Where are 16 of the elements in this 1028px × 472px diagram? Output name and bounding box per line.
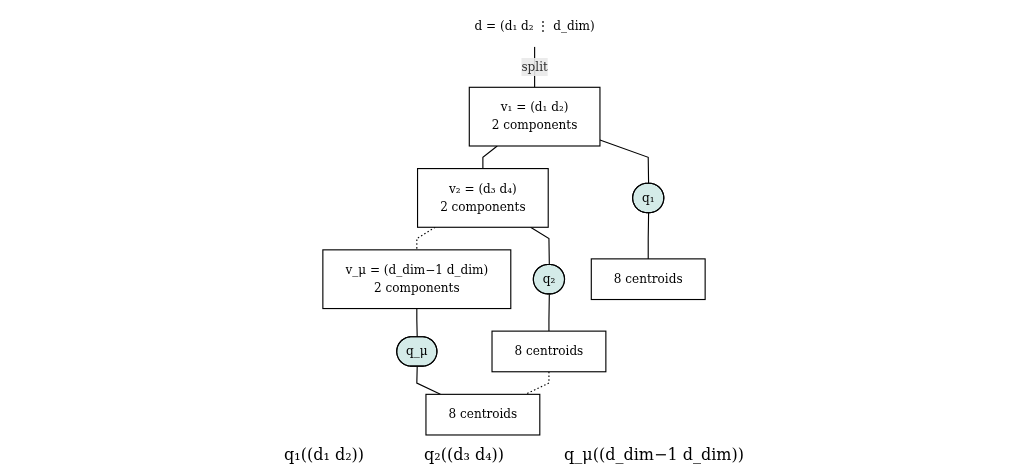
node-box: 8 centroids: [590, 258, 706, 301]
node-box: 8 centroids: [425, 393, 541, 436]
node-box: v₁ = (d₁ d₂) 2 components: [468, 86, 601, 147]
node-box: v_μ = (d_dim−1 d_dim) 2 components: [322, 249, 512, 310]
connector: [416, 308, 418, 338]
edge-label: split: [521, 59, 548, 74]
node-text: d = (d₁ d₂ ⋮ d_dim): [474, 18, 595, 34]
node-box: 8 centroids: [491, 330, 607, 373]
connector: [599, 139, 650, 185]
formula-label: q₁((d₁ d₂)): [284, 445, 365, 464]
connector: [647, 212, 650, 260]
connector: [524, 371, 550, 395]
formula-label: q_μ((d_dim−1 d_dim)): [564, 445, 744, 464]
connector: [548, 293, 550, 332]
connector: [482, 145, 498, 170]
node-box: v₂ = (d₃ d₄) 2 components: [417, 168, 549, 228]
